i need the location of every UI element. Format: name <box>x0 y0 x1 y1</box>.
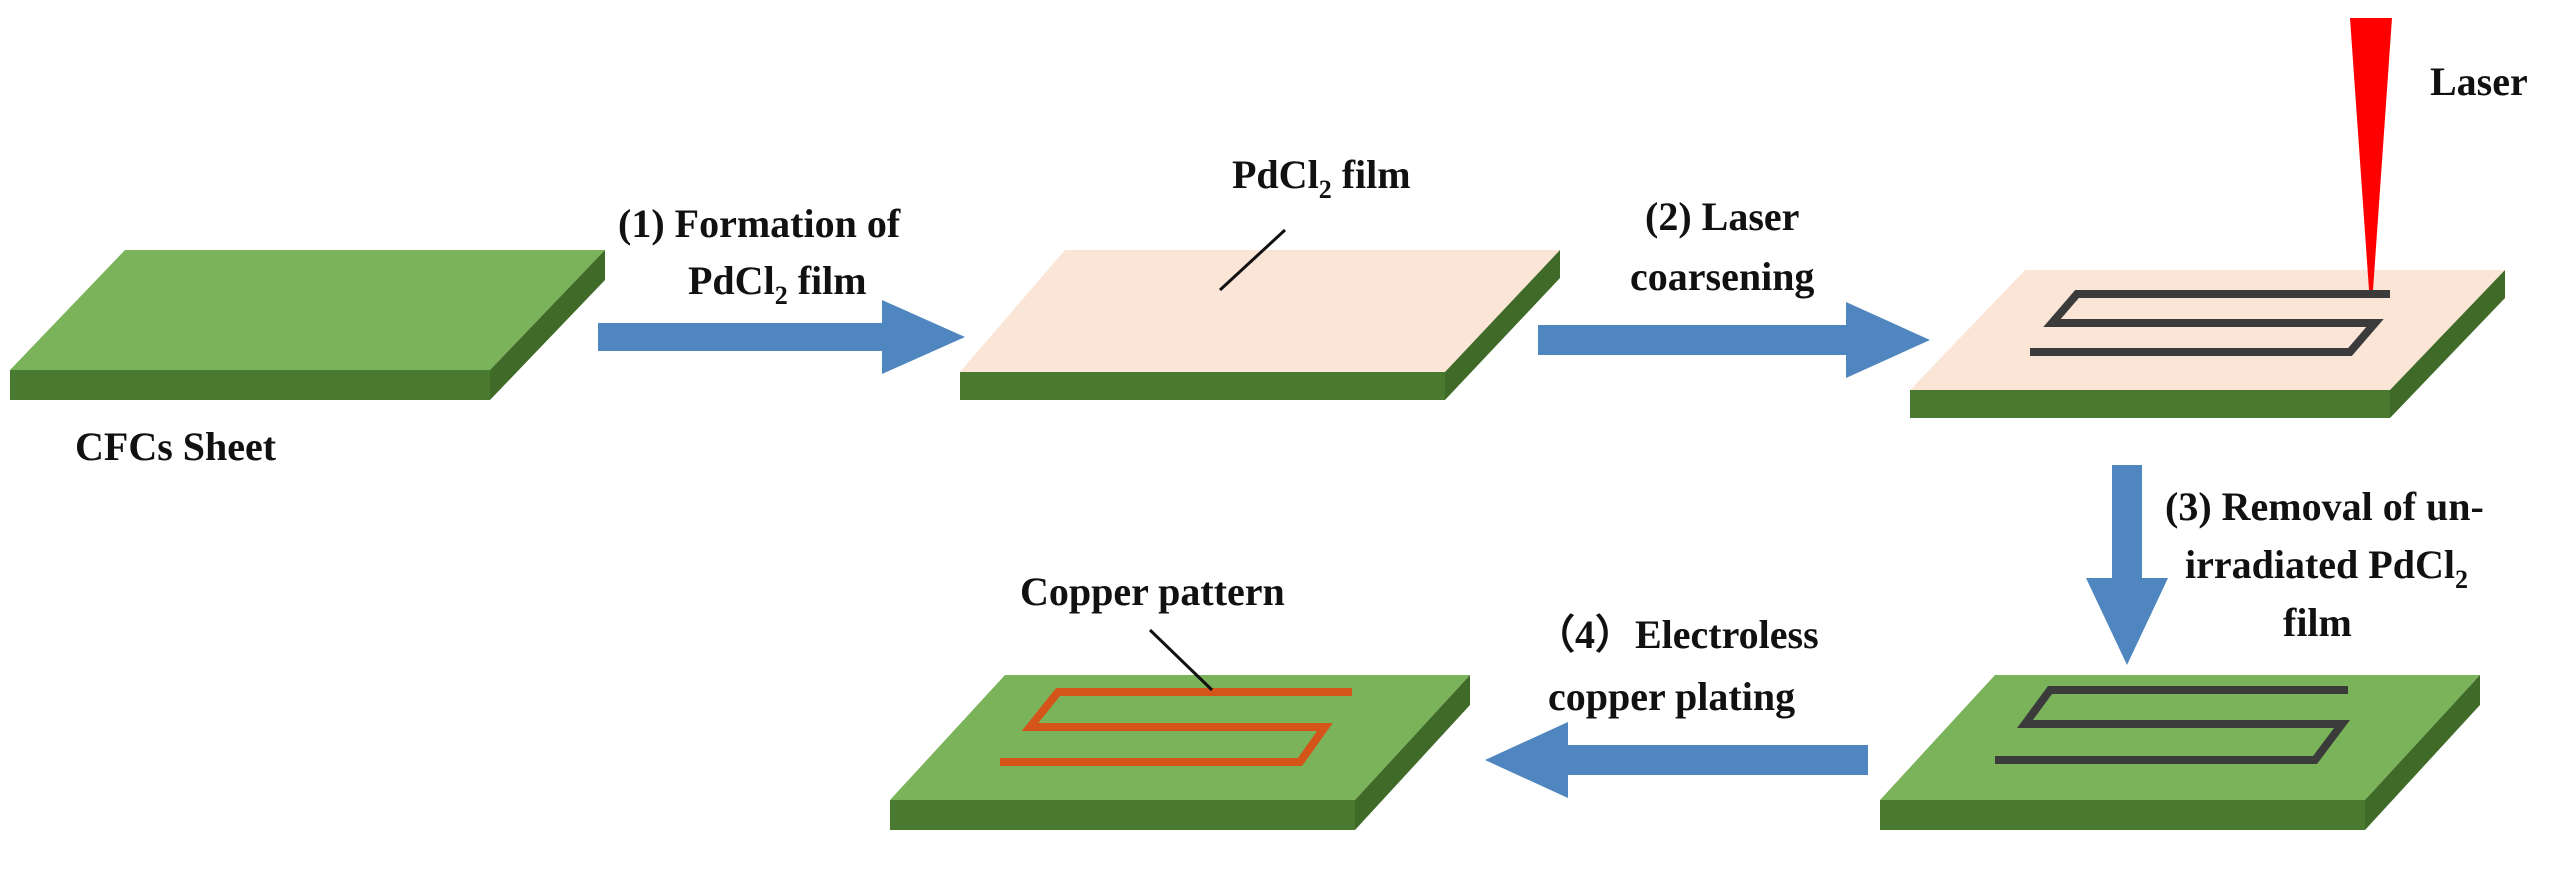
film-leader-line <box>1218 228 1287 292</box>
arrow-step-3 <box>2086 465 2168 665</box>
pdcl2-film-plate <box>960 250 1560 400</box>
film-top-face <box>960 250 1560 372</box>
step1-line1: (1) Formation of <box>618 201 901 246</box>
copper-leader-line <box>1148 628 1214 692</box>
laser-label: Laser <box>2430 59 2528 104</box>
removed-plate-front-face <box>1880 800 2365 830</box>
step4-line1: （4）Electroless <box>1535 612 1819 657</box>
step3-line3: film <box>2283 600 2352 645</box>
copper-trace-pattern <box>1000 688 1352 766</box>
film-label: PdCl2 film <box>1232 152 1411 204</box>
removed-film-plate <box>1880 675 2480 830</box>
step4-line2: copper plating <box>1548 674 1795 719</box>
film-side-face <box>1445 250 1560 400</box>
laser-trace-pattern <box>2030 290 2390 356</box>
arrow-step-4 <box>1485 722 1868 798</box>
step3-line2: irradiated PdCl2 <box>2185 542 2468 594</box>
laser-plate-front-face <box>1910 390 2390 418</box>
step2-line2: coarsening <box>1630 254 1814 299</box>
sheet-top-face <box>10 250 605 370</box>
cfcs-sheet-plate <box>10 250 605 400</box>
arrow-step-1 <box>598 300 965 374</box>
copper-plate-top-face <box>890 675 1470 800</box>
laser-beam-icon <box>2350 18 2392 290</box>
copper-pattern-label: Copper pattern <box>1020 569 1285 614</box>
laser-plate-side-face <box>2390 270 2505 418</box>
catalyst-trace-pattern <box>1995 686 2350 764</box>
film-front-face <box>960 372 1445 400</box>
removed-plate-side-face <box>2365 675 2480 830</box>
step2-line1: (2) Laser <box>1645 194 1799 239</box>
laser-plate-top-face <box>1910 270 2505 390</box>
copper-plate-front-face <box>890 800 1355 830</box>
copper-plate-side-face <box>1355 675 1470 830</box>
sheet-side-face <box>490 250 605 400</box>
arrow-step-2 <box>1538 302 1930 378</box>
laser-plate <box>1910 270 2505 418</box>
sheet-label: CFCs Sheet <box>75 424 277 469</box>
copper-plate <box>890 675 1470 830</box>
removed-plate-top-face <box>1880 675 2480 800</box>
step3-line1: (3) Removal of un- <box>2165 484 2484 529</box>
sheet-front-face <box>10 370 490 400</box>
step1-line2: PdCl2 film <box>688 258 867 310</box>
